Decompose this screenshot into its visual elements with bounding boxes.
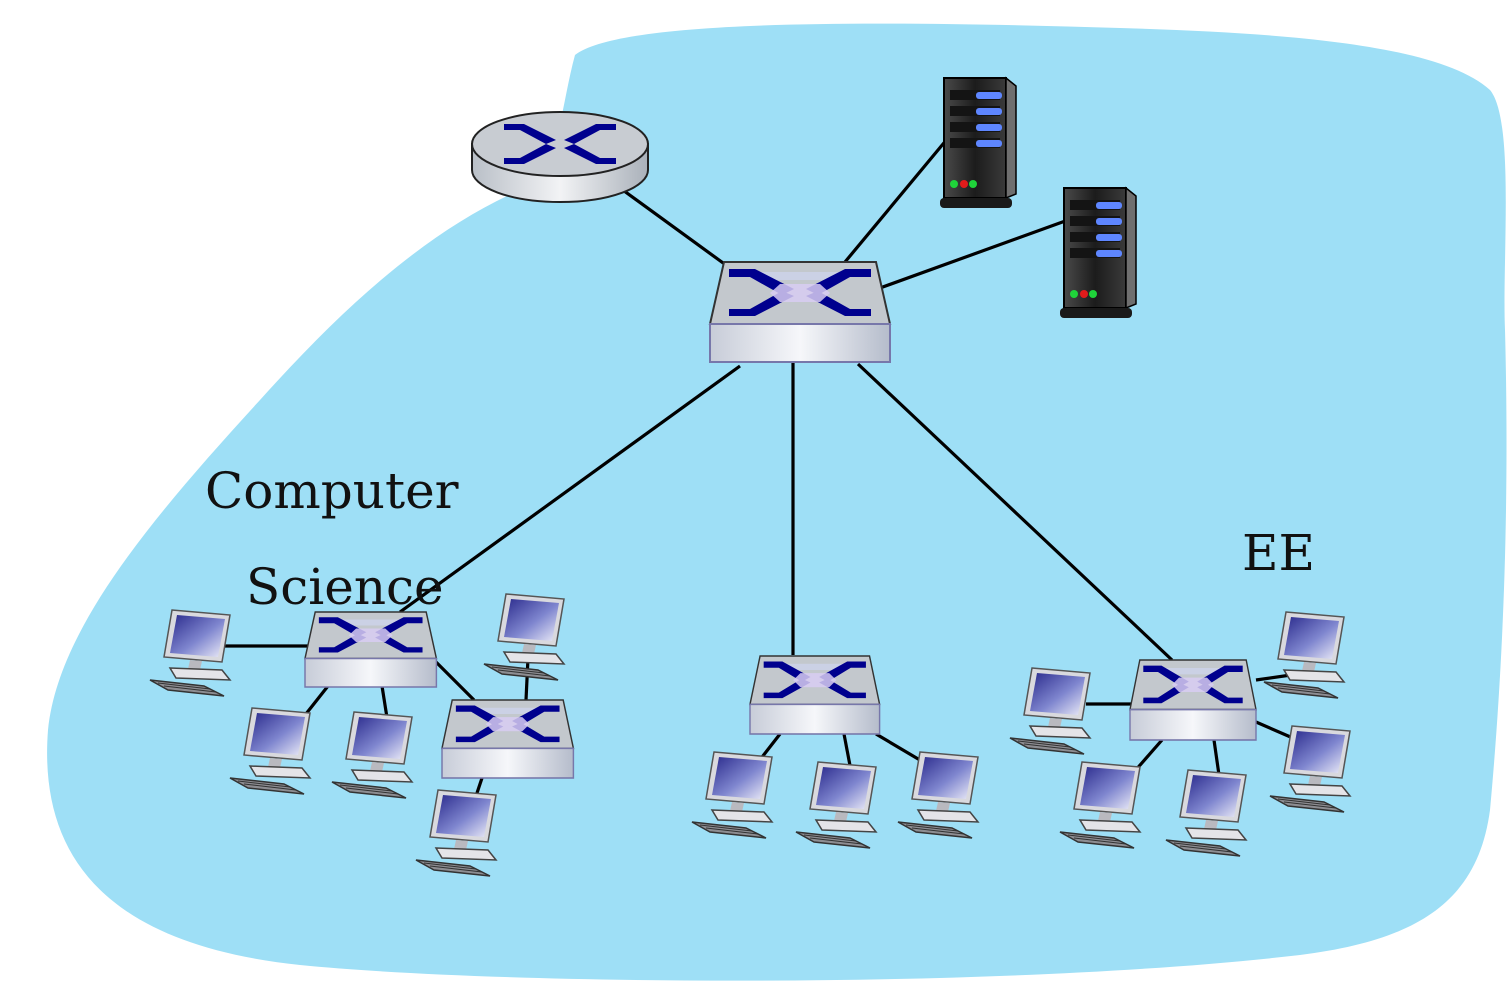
link-core-ee (856, 362, 1174, 662)
core-switch-icon (709, 261, 891, 363)
ee-switch-icon (1129, 659, 1257, 741)
link-cs-switch2 (434, 660, 476, 702)
link-router-core (619, 186, 731, 270)
cs-label-line1: Computer (205, 462, 459, 520)
network-region (47, 23, 1507, 981)
link-server2-core (879, 218, 1069, 290)
link-cs2-host-top (524, 657, 530, 701)
cs-label-line2: Science (246, 558, 444, 616)
server-icon (939, 77, 1017, 209)
middle-switch-icon (749, 655, 881, 735)
link-core-cs (399, 364, 741, 614)
server-icon (1059, 187, 1137, 319)
ee-label: EE (1242, 524, 1315, 582)
link-server1-core (843, 136, 950, 264)
router-icon (471, 111, 649, 203)
cs-secondary-switch-icon (441, 699, 575, 779)
cs-switch-icon (304, 611, 438, 688)
